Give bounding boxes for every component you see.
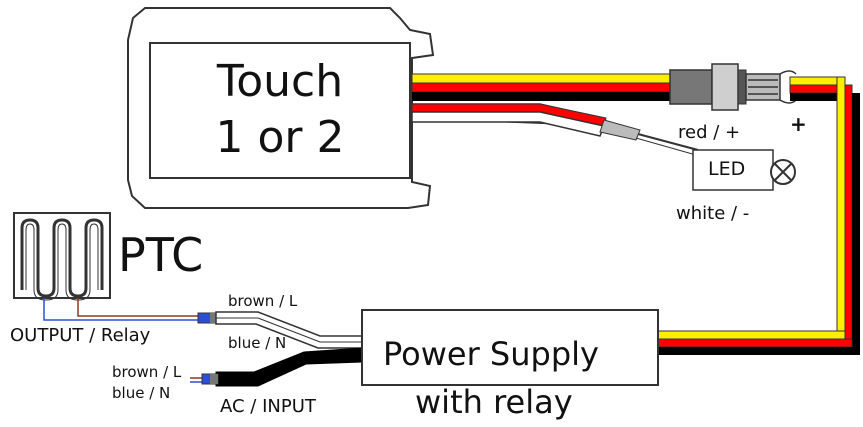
input-blue-label: blue / N xyxy=(112,384,171,402)
touch-label-line2: 1 or 2 xyxy=(215,112,345,163)
output-blue-label: blue / N xyxy=(228,334,287,352)
power-supply-label-line2: with relay xyxy=(415,383,573,421)
supply-cable-top xyxy=(411,73,671,101)
led-box xyxy=(692,149,774,191)
power-supply-label-line1: Power Supply xyxy=(383,335,599,373)
ptc-blue-lead xyxy=(43,298,200,321)
input-brown-label: brown / L xyxy=(112,363,182,381)
connector-plug xyxy=(669,63,797,111)
ptc-label: PTC xyxy=(118,228,204,282)
led-red-label: red / + xyxy=(678,122,741,143)
touch-module-screen xyxy=(149,42,411,179)
ptc-heating-coil xyxy=(20,218,104,298)
output-brown-label: brown / L xyxy=(228,292,298,310)
touch-label-line1: Touch xyxy=(216,56,344,107)
supply-cable-right xyxy=(657,76,860,355)
plus-sign: + xyxy=(790,112,807,136)
output-label: OUTPUT / Relay xyxy=(10,325,151,346)
led-cable xyxy=(411,103,699,156)
input-label: AC / INPUT xyxy=(220,396,316,417)
led-white-label: white / - xyxy=(676,203,750,224)
ptc-brown-lead xyxy=(77,298,200,317)
power-supply-box xyxy=(361,309,659,386)
led-lamp-icon xyxy=(770,159,796,185)
led-label: LED xyxy=(708,158,746,180)
ptc-heater-box xyxy=(13,212,111,299)
input-cable xyxy=(215,347,363,387)
